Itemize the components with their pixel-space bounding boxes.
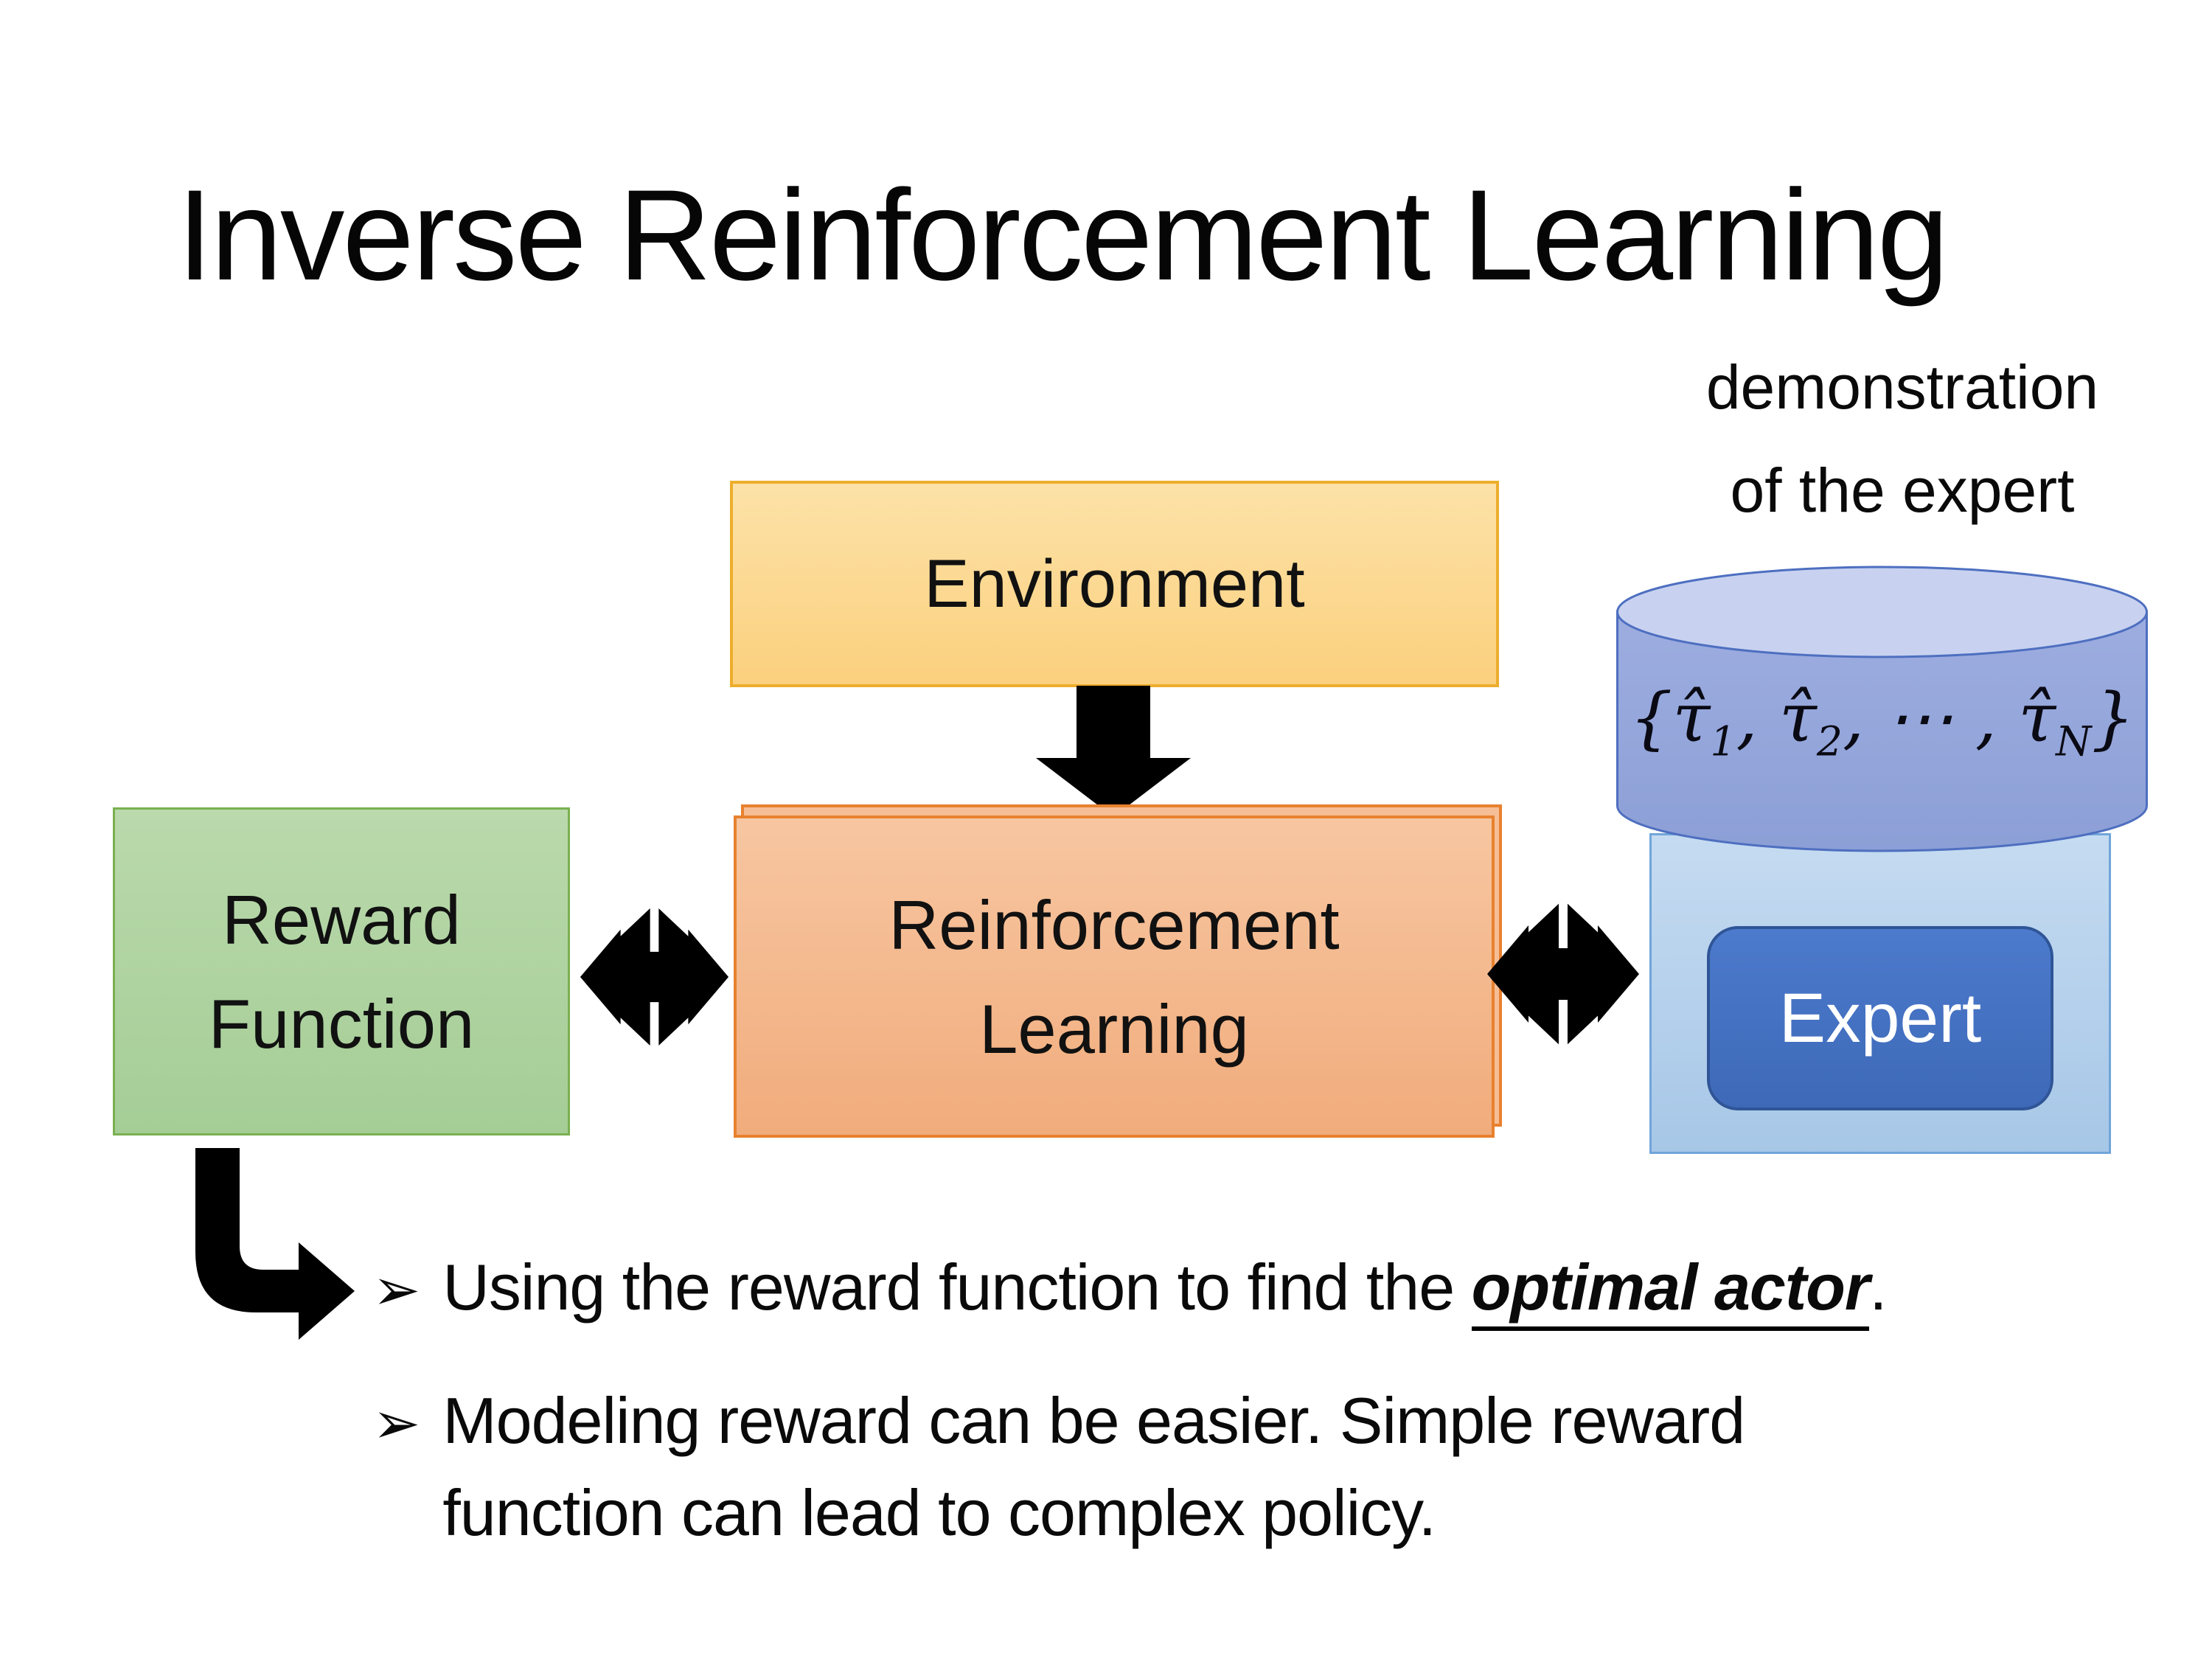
reinforcement-learning-box: Reinforcement Learning xyxy=(734,815,1495,1138)
bidirectional-arrow-icon xyxy=(580,902,729,1051)
bullet-2-line2: function can lead to complex policy. xyxy=(442,1476,1436,1549)
reward-function-box: Reward Function xyxy=(113,807,570,1135)
bullet-item-1: ➢ Using the reward function to find the … xyxy=(372,1241,1888,1333)
bullet-1-suffix: . xyxy=(1869,1251,1887,1324)
down-arrow-icon xyxy=(1036,686,1191,817)
bullet-arrow-icon: ➢ xyxy=(372,1391,421,1457)
expert-label: Expert xyxy=(1778,978,1982,1057)
bullet-2-text: Modeling reward can be easier. Simple re… xyxy=(442,1374,1745,1559)
page-title: Inverse Reinforcement Learning xyxy=(177,164,1949,307)
demonstration-label-line1: demonstration xyxy=(1705,352,2099,422)
bullet-item-2: ➢ Modeling reward can be easier. Simple … xyxy=(372,1374,1745,1559)
demonstration-label-line2: of the expert xyxy=(1730,456,2075,525)
demonstration-label: demonstration of the expert xyxy=(1622,335,2183,542)
bullet-1-emphasis: optimal actor xyxy=(1471,1251,1870,1331)
bullet-1-text: Using the reward function to find the op… xyxy=(442,1241,1888,1333)
environment-label: Environment xyxy=(924,546,1305,622)
bullet-arrow-icon: ➢ xyxy=(372,1257,421,1324)
expert-box: Expert xyxy=(1707,926,2053,1110)
reward-function-label-line2: Function xyxy=(208,984,475,1062)
database-cylinder-icon xyxy=(1616,566,2148,852)
reinforcement-learning-label-line1: Reinforcement xyxy=(888,886,1340,964)
elbow-arrow-icon xyxy=(195,1148,355,1340)
environment-box: Environment xyxy=(730,481,1499,687)
bullet-1-prefix: Using the reward function to find the xyxy=(442,1251,1472,1324)
expert-trajectories-math: {τ̂1, τ̂2, ⋯ , τ̂N} xyxy=(1629,678,2135,766)
bullet-2-line1: Modeling reward can be easier. Simple re… xyxy=(442,1384,1745,1457)
reinforcement-learning-label-line2: Learning xyxy=(979,990,1249,1068)
bidirectional-arrow-icon xyxy=(1487,898,1639,1050)
reward-function-label-line1: Reward xyxy=(222,880,461,959)
